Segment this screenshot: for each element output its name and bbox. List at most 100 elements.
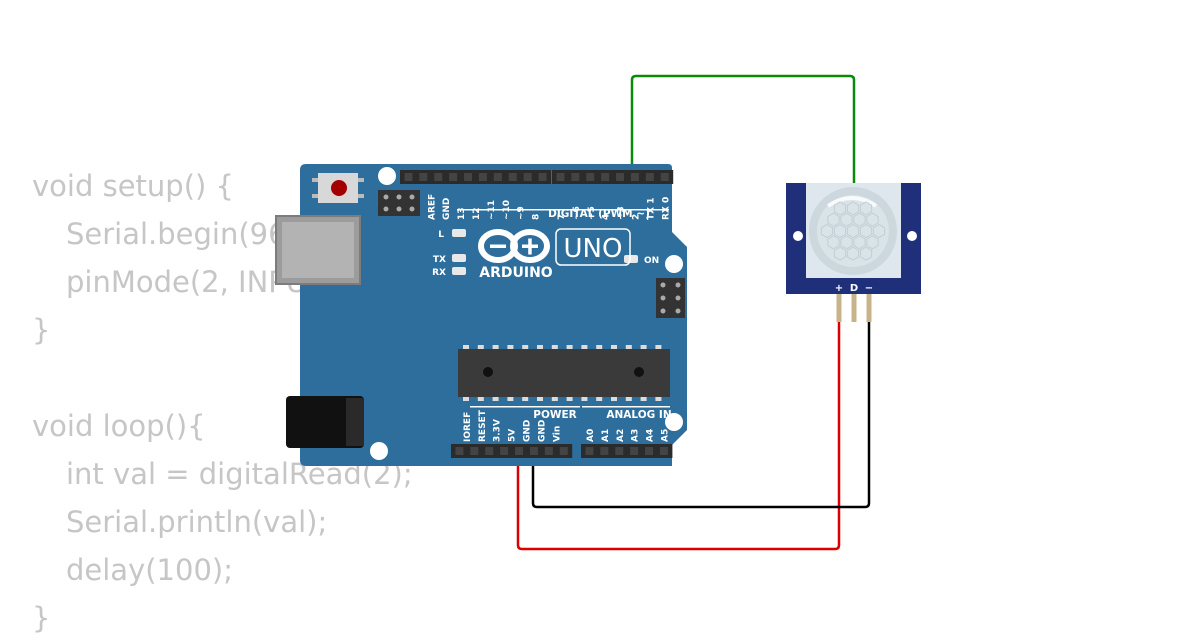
digital-pin-socket[interactable] bbox=[493, 173, 502, 181]
power-wire[interactable] bbox=[516, 322, 841, 551]
power-pin-socket[interactable] bbox=[515, 447, 524, 455]
fresnel-pattern bbox=[820, 201, 886, 261]
pir-sensor[interactable]: + D− bbox=[786, 183, 921, 322]
sensor-pin-label: D bbox=[850, 283, 858, 294]
power-header[interactable] bbox=[451, 444, 573, 458]
digital-pin-socket[interactable] bbox=[449, 173, 458, 181]
digital-pin-socket[interactable] bbox=[404, 173, 413, 181]
digital-pin-socket[interactable] bbox=[508, 173, 517, 181]
power-underline bbox=[470, 406, 580, 408]
sensor-pin-labels: + D− bbox=[835, 283, 873, 294]
analog-pin-socket[interactable] bbox=[659, 447, 668, 455]
digital-pin-socket[interactable] bbox=[601, 173, 610, 181]
digital-pin-socket[interactable] bbox=[434, 173, 443, 181]
analog-pin-socket[interactable] bbox=[630, 447, 639, 455]
pin-label: 8 bbox=[532, 214, 542, 220]
digital-header-left[interactable] bbox=[400, 170, 551, 184]
pin-label: A3 bbox=[631, 429, 641, 442]
pin-label: 4 bbox=[602, 214, 612, 220]
fresnel-lens-inner bbox=[817, 195, 889, 267]
pin-label: TX 1 bbox=[646, 198, 656, 220]
digital-pin-socket[interactable] bbox=[523, 173, 532, 181]
sensor-pin[interactable] bbox=[851, 294, 857, 322]
digital-pin-socket[interactable] bbox=[616, 173, 625, 181]
pin-label: ~6 bbox=[572, 206, 582, 220]
led-l: L bbox=[438, 229, 466, 240]
pin-label: AREF bbox=[427, 194, 437, 220]
reset-button[interactable] bbox=[312, 173, 364, 203]
pin-label: 2 bbox=[631, 214, 641, 220]
code-line: } bbox=[32, 313, 51, 347]
sensor-mount-hole bbox=[907, 231, 917, 241]
pin-label: GND bbox=[522, 420, 532, 442]
sensor-pin-label: − bbox=[865, 283, 873, 294]
code-line: Serial.println(val); bbox=[66, 505, 328, 539]
pin-label: IOREF bbox=[463, 412, 473, 442]
power-pin-socket[interactable] bbox=[559, 447, 568, 455]
pin-label: RX 0 bbox=[661, 197, 671, 220]
digital-pin-socket[interactable] bbox=[586, 173, 595, 181]
sensor-pin[interactable] bbox=[866, 294, 872, 322]
icsp-header-top bbox=[378, 190, 420, 216]
model-label: UNO bbox=[564, 234, 623, 264]
svg-text:L: L bbox=[438, 230, 444, 240]
sensor-pin-label: + bbox=[835, 283, 843, 294]
lens-highlight bbox=[826, 196, 878, 208]
sensor-pin[interactable] bbox=[836, 294, 842, 322]
code-line: void loop(){ bbox=[32, 409, 206, 443]
pin-label: 5V bbox=[508, 429, 518, 442]
power-pin-socket[interactable] bbox=[529, 447, 538, 455]
code-line: void setup() { bbox=[32, 169, 234, 203]
analog-pin-socket[interactable] bbox=[615, 447, 624, 455]
analog-pin-socket[interactable] bbox=[600, 447, 609, 455]
usb-connector bbox=[275, 215, 361, 285]
digital-pin-socket[interactable] bbox=[419, 173, 428, 181]
power-header-label: POWER bbox=[533, 409, 576, 421]
model-badge bbox=[555, 228, 631, 266]
arduino-logo-icon bbox=[478, 229, 550, 263]
digital-pin-socket[interactable] bbox=[464, 173, 473, 181]
pin-label: 13 bbox=[457, 207, 467, 220]
power-pin-socket[interactable] bbox=[455, 447, 464, 455]
svg-text:TX: TX bbox=[433, 255, 446, 265]
pin-label: ~11 bbox=[487, 200, 497, 220]
wires bbox=[516, 74, 871, 551]
ground-wire[interactable] bbox=[531, 322, 871, 509]
digital-header-label: DIGITAL (PWM ~) bbox=[548, 208, 650, 220]
microcontroller-chip bbox=[458, 345, 670, 401]
digital-pin-socket[interactable] bbox=[478, 173, 487, 181]
digital-header-right[interactable] bbox=[552, 170, 674, 184]
power-pin-socket[interactable] bbox=[470, 447, 479, 455]
pin-label: A1 bbox=[601, 429, 611, 442]
digital-pin-socket[interactable] bbox=[556, 173, 565, 181]
svg-text:RX: RX bbox=[432, 268, 446, 278]
power-pin-socket[interactable] bbox=[500, 447, 509, 455]
digital-pin-socket[interactable] bbox=[571, 173, 580, 181]
sensor-pins bbox=[836, 294, 872, 322]
sensor-mount-hole bbox=[793, 231, 803, 241]
pin-label: ~3 bbox=[617, 206, 627, 220]
pin-label: 3.3V bbox=[493, 419, 503, 442]
digital-underline bbox=[457, 209, 669, 211]
signal-wire[interactable] bbox=[630, 74, 856, 322]
digital-pin-socket[interactable] bbox=[660, 173, 669, 181]
power-pin-socket[interactable] bbox=[485, 447, 494, 455]
digital-pin-socket[interactable] bbox=[645, 173, 654, 181]
digital-pin-socket[interactable] bbox=[630, 173, 639, 181]
analog-pin-socket[interactable] bbox=[585, 447, 594, 455]
analog-header[interactable] bbox=[581, 444, 673, 458]
pin-label: RESET bbox=[478, 409, 488, 442]
pin-label: 7 bbox=[557, 214, 567, 220]
power-jack bbox=[286, 396, 364, 448]
pin-label: GND bbox=[442, 198, 452, 220]
analog-pin-socket[interactable] bbox=[645, 447, 654, 455]
pin-label: A2 bbox=[616, 429, 626, 442]
power-pin-socket[interactable] bbox=[544, 447, 553, 455]
digital-pin-socket[interactable] bbox=[538, 173, 547, 181]
analog-header-label: ANALOG IN bbox=[606, 409, 671, 421]
